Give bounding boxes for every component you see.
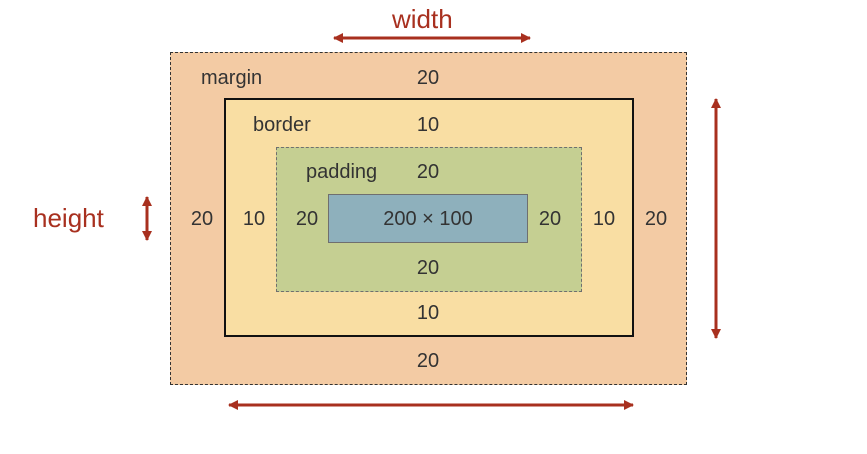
border-left-value: 10: [242, 208, 266, 230]
content-box: [328, 194, 528, 243]
padding-label: padding: [306, 161, 378, 183]
border-right-value: 10: [592, 208, 616, 230]
content-size-label: 200 × 100: [383, 208, 473, 230]
margin-left-value: 20: [190, 208, 214, 230]
margin-right-value: 20: [644, 208, 668, 230]
padding-bottom-value: 20: [416, 257, 440, 279]
margin-bottom-value: 20: [416, 350, 440, 372]
padding-top-value: 20: [416, 161, 440, 183]
margin-label: margin: [201, 67, 263, 89]
height-label: height: [33, 203, 104, 233]
border-bottom-value: 10: [416, 302, 440, 324]
padding-left-value: 20: [295, 208, 319, 230]
width-label: width: [392, 4, 453, 34]
margin-top-value: 20: [416, 67, 440, 89]
border-top-value: 10: [416, 114, 440, 136]
border-label: border: [253, 114, 311, 136]
padding-right-value: 20: [538, 208, 562, 230]
